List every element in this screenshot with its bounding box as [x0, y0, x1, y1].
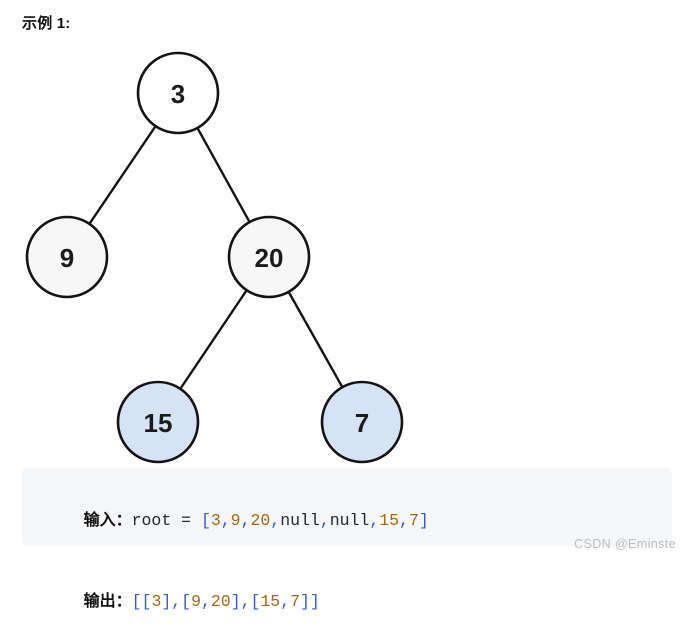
tree-node-7: 7: [320, 380, 404, 464]
code-token: ],[: [230, 592, 261, 611]
binary-tree-diagram: 3 9 20 15 7: [0, 40, 460, 465]
code-token: ,: [399, 511, 409, 530]
code-token: 20: [250, 511, 271, 530]
code-token: ,: [200, 592, 211, 611]
binary-tree-svg: 3 9 20 15 7: [25, 51, 404, 464]
tree-node-circle-7: [320, 380, 404, 464]
code-line-output: 输出：[[3],[9,20],[15,7]]: [44, 561, 672, 642]
code-token: 15: [379, 511, 400, 530]
code-token: ,: [240, 511, 251, 530]
tree-edge-n3-n9: [87, 124, 158, 226]
tree-node-circle-9: [25, 215, 109, 299]
code-token: null: [280, 511, 320, 530]
code-token: [: [200, 511, 211, 530]
tree-node-circle-15: [116, 380, 200, 464]
code-token: 9: [230, 511, 241, 530]
code-token: 15: [260, 592, 281, 611]
code-token: ,: [270, 511, 281, 530]
code-token: 9: [191, 592, 201, 611]
tree-edge-n20-n15: [178, 288, 249, 391]
code-line-input: 输入：root = [3,9,20,null,null,15,7]: [44, 480, 672, 561]
code-token: ,: [220, 511, 231, 530]
code-token: [[: [131, 592, 152, 611]
code-token: 20: [210, 592, 231, 611]
tree-edge-n20-n7: [286, 289, 345, 390]
watermark: CSDN @Eminste: [574, 537, 676, 551]
output-label: 输出：: [83, 593, 132, 610]
tree-node-label-20: 20: [255, 243, 284, 273]
tree-node-15: 15: [116, 380, 200, 464]
input-value: root = [3,9,20,null,null,15,7]: [132, 511, 429, 530]
example-code-block: 输入：root = [3,9,20,null,null,15,7] 输出：[[3…: [22, 468, 672, 611]
code-token: =: [171, 511, 201, 530]
tree-node-label-15: 15: [144, 408, 173, 438]
tree-node-9: 9: [25, 215, 109, 299]
code-token: 7: [290, 592, 301, 611]
code-token: 3: [210, 511, 221, 530]
code-token: 7: [408, 511, 419, 530]
tree-node-circle-3: [136, 51, 220, 135]
code-token: ]]: [300, 592, 320, 611]
code-token: ,: [280, 592, 291, 611]
code-token: ,: [319, 511, 330, 530]
page-title: 示例 1:: [22, 15, 71, 32]
tree-edge-n3-n20: [195, 125, 252, 225]
code-token: ],[: [161, 592, 192, 611]
tree-node-label-3: 3: [171, 79, 185, 109]
tree-node-20: 20: [227, 215, 311, 299]
tree-node-label-9: 9: [60, 243, 74, 273]
tree-node-3: 3: [136, 51, 220, 135]
tree-node-circle-20: [227, 215, 311, 299]
code-token: root: [131, 511, 172, 530]
code-token: ,: [369, 511, 380, 530]
input-label: 输入：: [83, 512, 132, 529]
code-token: 3: [151, 592, 162, 611]
code-token: null: [329, 511, 370, 530]
code-token: ]: [418, 511, 429, 530]
tree-node-label-7: 7: [355, 408, 369, 438]
output-value: [[3],[9,20],[15,7]]: [132, 592, 320, 611]
